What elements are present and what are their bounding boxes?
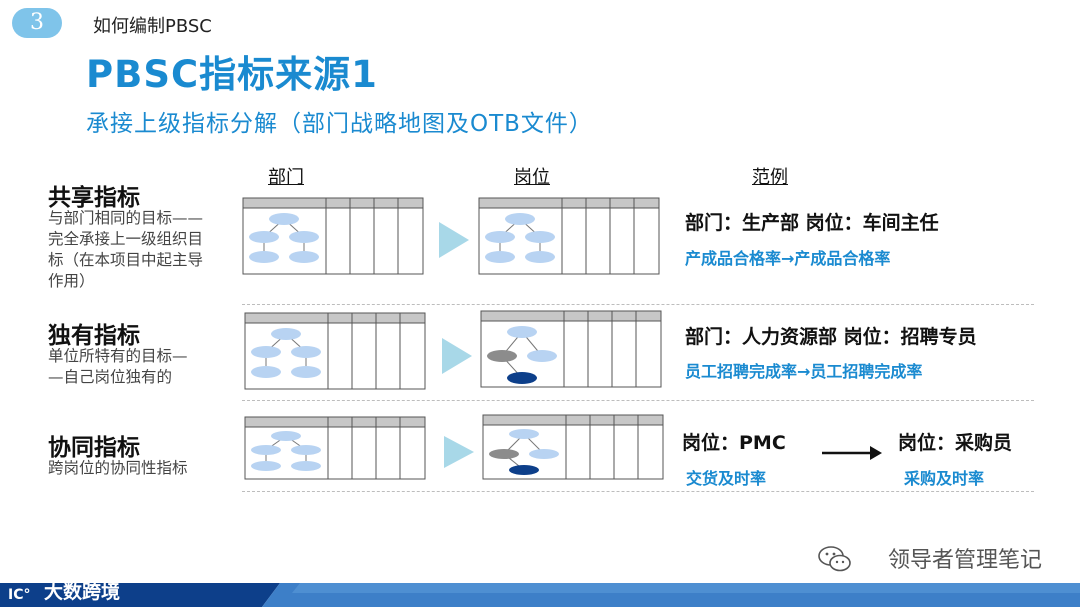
row-desc-line: —自己岗位独有的	[48, 368, 173, 386]
row-desc-line: 单位所特有的目标—	[48, 347, 188, 365]
node	[489, 449, 519, 459]
node	[251, 366, 281, 378]
node	[505, 213, 535, 225]
arrow-right-icon	[439, 222, 469, 258]
dept-table-diagram-shared	[242, 197, 424, 275]
node	[525, 231, 555, 243]
row-divider	[242, 400, 1034, 401]
node	[289, 251, 319, 263]
row-title-unique: 独有指标	[48, 323, 140, 349]
row-desc-line: 跨岗位的协同性指标	[48, 459, 188, 477]
node	[291, 366, 321, 378]
post-table-diagram-shared	[478, 197, 660, 275]
node	[291, 461, 321, 471]
node	[291, 346, 321, 358]
example-sub-shared: 产成品合格率→产成品合格率	[685, 249, 891, 268]
footer-logo: IC°	[8, 587, 31, 603]
row-desc-line: 与部门相同的目标——	[48, 209, 204, 227]
wechat-icon	[818, 546, 851, 572]
column-header-example: 范例	[752, 167, 788, 188]
footer-brand: 大数跨境	[44, 581, 121, 603]
node	[509, 429, 539, 439]
post-table-diagram-collab	[482, 414, 664, 480]
column-header-post: 岗位	[514, 167, 550, 188]
node	[527, 350, 557, 362]
row-divider	[242, 491, 1034, 492]
row-title-collab: 协同指标	[48, 435, 140, 461]
arrow-right-icon	[444, 436, 474, 468]
section-number-badge: 3	[12, 8, 62, 38]
example-main-shared: 部门：生产部 岗位：车间主任	[685, 212, 939, 234]
row-desc-unique: 单位所特有的目标— —自己岗位独有的	[48, 346, 188, 388]
row-desc-line: 标（在本项目中起主导	[48, 251, 204, 269]
example-right-sub-collab: 采购及时率	[904, 469, 985, 488]
watermark-text: 领导者管理笔记	[887, 548, 1042, 573]
example-right-main-collab: 岗位：采购员	[898, 432, 1013, 454]
example-left-main-collab: 岗位：PMC	[682, 432, 786, 454]
dept-table-diagram-unique	[244, 312, 426, 390]
arrow-right-icon	[442, 338, 472, 374]
page-title: PBSC指标来源1	[86, 53, 378, 96]
node	[507, 326, 537, 338]
node	[509, 465, 539, 475]
node	[529, 449, 559, 459]
row-desc-line: 完全承接上一级组织目	[48, 230, 204, 248]
row-desc-collab: 跨岗位的协同性指标	[48, 458, 188, 479]
row-desc-shared: 与部门相同的目标—— 完全承接上一级组织目 标（在本项目中起主导 作用）	[48, 208, 203, 292]
node	[269, 213, 299, 225]
node	[271, 431, 301, 441]
node	[485, 251, 515, 263]
node	[525, 251, 555, 263]
example-sub-unique: 员工招聘完成率→员工招聘完成率	[685, 362, 923, 381]
node	[291, 445, 321, 455]
footer-band	[0, 583, 1080, 607]
node	[485, 231, 515, 243]
node	[289, 231, 319, 243]
node	[487, 350, 517, 362]
row-desc-line: 作用）	[48, 272, 95, 290]
section-title: 如何编制PBSC	[93, 16, 212, 37]
post-table-diagram-unique	[480, 310, 662, 388]
row-divider	[242, 304, 1034, 305]
row-title-shared: 共享指标	[48, 185, 140, 211]
node	[251, 461, 281, 471]
page-subtitle: 承接上级指标分解（部门战略地图及OTB文件）	[86, 111, 593, 137]
example-left-sub-collab: 交货及时率	[686, 469, 767, 488]
node	[249, 251, 279, 263]
dept-table-diagram-collab	[244, 416, 426, 480]
node	[271, 328, 301, 340]
node	[249, 231, 279, 243]
node	[251, 445, 281, 455]
node	[251, 346, 281, 358]
example-main-unique: 部门：人力资源部 岗位：招聘专员	[685, 326, 977, 348]
long-arrow-right-icon	[822, 446, 882, 460]
column-header-dept: 部门	[268, 167, 304, 188]
node	[507, 372, 537, 384]
